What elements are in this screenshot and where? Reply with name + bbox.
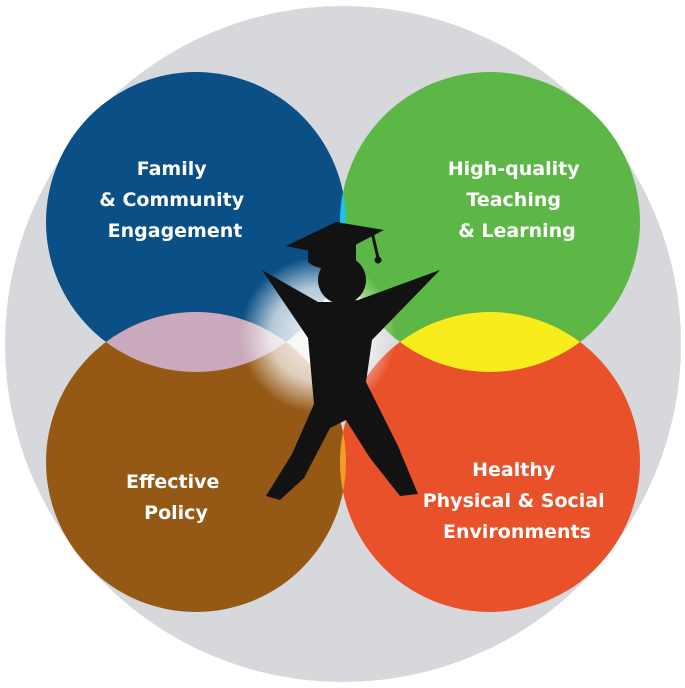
label-line: Physical & Social: [423, 490, 605, 512]
label-healthy-physical-social-environments: Healthy Physical & Social Environments: [423, 459, 612, 543]
circle-high-quality-teaching-learning: [340, 72, 640, 372]
label-family-community-engagement: Family & Community Engagement: [99, 158, 250, 242]
label-high-quality-teaching-learning: High-quality Teaching & Learning: [448, 158, 587, 242]
label-line: Environments: [443, 521, 591, 543]
label-effective-policy: Effective Policy: [126, 471, 226, 524]
circle-healthy-physical-social-environments: [340, 312, 640, 612]
label-line: & Community: [99, 189, 244, 211]
label-line: Healthy: [472, 459, 556, 481]
label-line: Family: [137, 158, 208, 180]
label-line: Effective: [126, 471, 219, 493]
label-line: & Learning: [458, 220, 576, 242]
label-line: Engagement: [108, 220, 243, 242]
label-line: Policy: [144, 502, 208, 524]
label-line: High-quality: [448, 158, 580, 180]
label-line: Teaching: [466, 189, 561, 211]
graduation-cap-icon: [286, 222, 384, 269]
